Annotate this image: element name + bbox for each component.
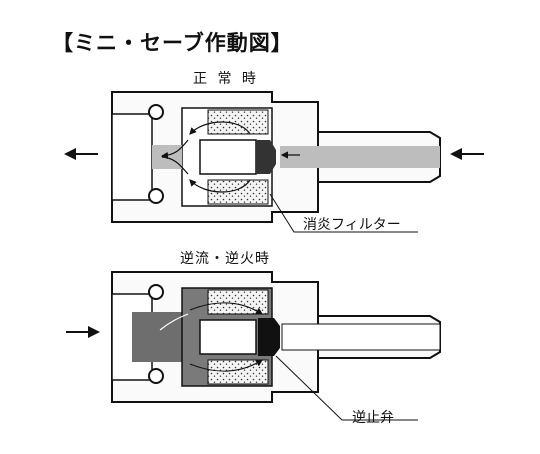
check-valve-closed xyxy=(258,318,280,356)
reverse-flow-diagram xyxy=(66,271,441,421)
normal-operation-diagram xyxy=(64,91,484,233)
filter-leader-line xyxy=(269,193,418,233)
check-valve-label: 逆止弁 xyxy=(352,410,394,426)
socket-opening-top xyxy=(111,113,153,201)
flame-filter-upper-b xyxy=(207,289,269,315)
flame-filter-label: 消炎フィルター xyxy=(303,217,401,233)
reverse-flow-caption: 逆流・逆火時 xyxy=(180,251,270,267)
diagram-title: 【ミニ・セーブ作動図】 xyxy=(52,31,293,55)
normal-operation-caption: 正 常 時 xyxy=(193,71,259,87)
valve-leader-line xyxy=(275,355,418,421)
flame-filter-lower-b xyxy=(207,359,269,385)
check-valve-open xyxy=(256,140,276,174)
